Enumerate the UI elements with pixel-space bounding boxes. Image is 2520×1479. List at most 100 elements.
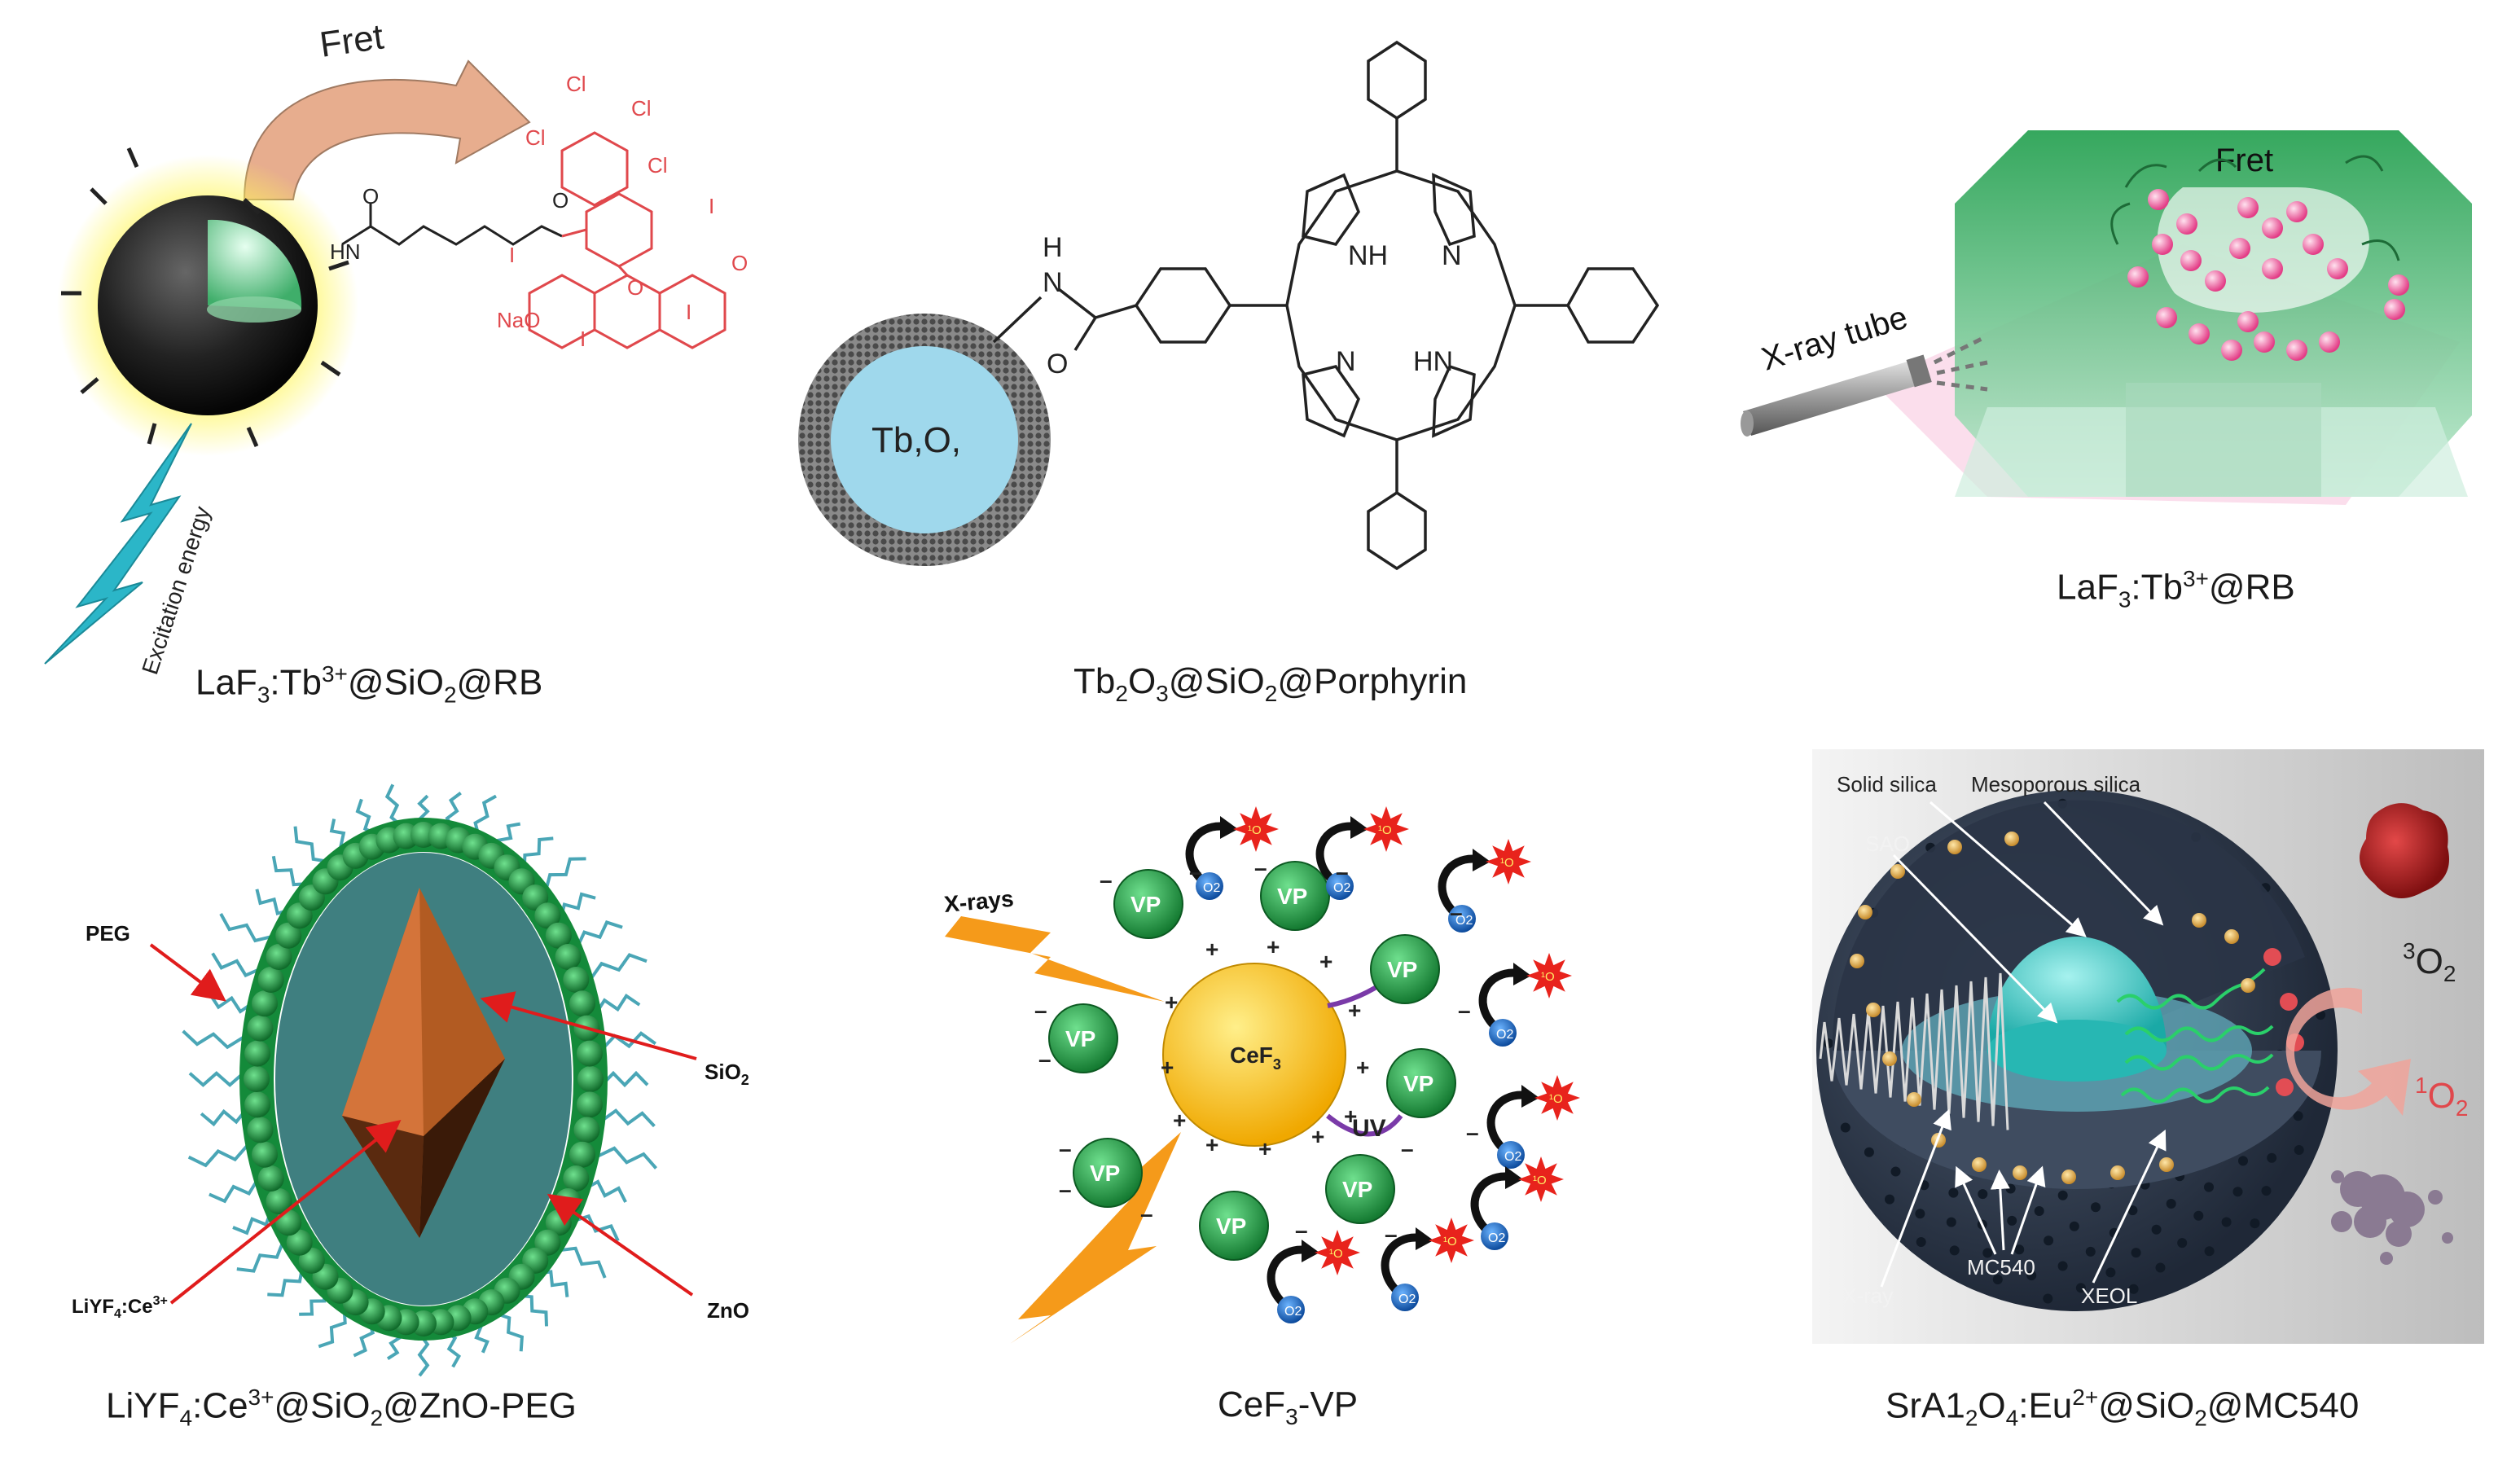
zno-bead — [545, 922, 572, 949]
pore — [2238, 1156, 2248, 1166]
explosion-icon — [1486, 839, 1531, 884]
svg-text:NaO: NaO — [497, 308, 540, 332]
curved-arrow-icon — [2285, 987, 2411, 1116]
pore — [2267, 1152, 2277, 1163]
svg-text:–: – — [1100, 867, 1113, 893]
vp-particle: VP — [1073, 1138, 1143, 1208]
svg-text:–: – — [1034, 998, 1047, 1023]
vp-label: VP — [1387, 957, 1417, 982]
svg-text:+: + — [1356, 1055, 1369, 1080]
pore — [2177, 1238, 2188, 1249]
pink-spheres — [2127, 189, 2409, 361]
pore — [1916, 1237, 1926, 1247]
oxygen-ball-icon — [1489, 1019, 1517, 1047]
pore — [1949, 1245, 1960, 1256]
pore — [1946, 1217, 1956, 1227]
pore — [2155, 1262, 2166, 1273]
zno-bead — [569, 1141, 595, 1168]
caption-panel-2: Tb2O3@SiO2@Porphyrin — [1073, 661, 1468, 706]
svg-text:MC540: MC540 — [1967, 1255, 2035, 1279]
explosion-icon — [1315, 1230, 1360, 1275]
oxygen-ball-icon — [1196, 872, 1223, 900]
curved-arrow-icon — [1185, 822, 1227, 883]
svg-text:Cl: Cl — [566, 72, 586, 96]
zno-bead — [576, 1091, 603, 1118]
curved-arrow-icon — [1470, 1172, 1512, 1233]
pore — [2261, 1186, 2272, 1196]
mc540-dot — [1947, 840, 1962, 854]
svg-text:I: I — [580, 327, 586, 351]
svg-text:–: – — [1385, 1222, 1398, 1247]
o2-label: O2 — [1504, 1150, 1521, 1164]
curved-arrow-icon — [1315, 822, 1357, 883]
singlet-o-label: ¹O — [1549, 1092, 1563, 1106]
svg-text:+: + — [1205, 937, 1218, 962]
pore — [2091, 1202, 2101, 1213]
pore — [1840, 1122, 1850, 1133]
caption-panel-3: LaF3:Tb3+@RB — [2057, 566, 2295, 612]
pore — [2232, 1187, 2243, 1197]
pore — [1982, 1248, 1993, 1258]
svg-text:O: O — [362, 184, 379, 208]
sio2-label: SiO2 — [705, 1060, 749, 1088]
singlet-o-label: ¹O — [1533, 1174, 1547, 1187]
caption-panel-1: LaF3:Tb3+@SiO2@RB — [195, 661, 543, 708]
panel-2: Tb,O, H N O N — [798, 40, 1660, 571]
svg-text:Cl: Cl — [631, 96, 652, 121]
pore — [2043, 1293, 2053, 1304]
explosion-icon — [1233, 806, 1279, 852]
svg-text:–: – — [1295, 1218, 1308, 1243]
mc540-dot — [2224, 929, 2239, 944]
porphyrin-structure — [992, 40, 1660, 571]
panel-6: Solid silica Mesoporous silica SAO X-ray… — [1812, 749, 2484, 1344]
vp-particle: VP — [1386, 1048, 1456, 1118]
oxygen-ball-icon — [1481, 1222, 1508, 1250]
mc540-dot — [2192, 913, 2206, 928]
svg-text:H: H — [1043, 232, 1063, 263]
debris-cluster — [2331, 1170, 2453, 1265]
xray-tube-icon — [1741, 336, 1988, 437]
vp-particle: VP — [1199, 1191, 1269, 1261]
mc540-dot — [2061, 1170, 2076, 1184]
svg-text:+: + — [1348, 998, 1361, 1023]
tb-core — [831, 346, 1018, 533]
lightning-icon — [44, 423, 192, 665]
zno-bead — [247, 1117, 274, 1143]
o2-label: O2 — [1284, 1305, 1302, 1319]
pore — [2193, 1210, 2204, 1221]
pore — [2105, 1267, 2116, 1278]
pointer-lines — [1880, 801, 2167, 1288]
svg-text:Solid silica: Solid silica — [1837, 772, 1937, 797]
singlet-o-label: ¹O — [1541, 970, 1555, 984]
oxygen-group: O2 ¹O — [1486, 1075, 1580, 1169]
uv-label: UV — [1352, 1115, 1386, 1142]
singlet-o-label: ¹O — [1443, 1235, 1457, 1249]
vp-particle: VP — [1325, 1154, 1395, 1224]
vp-label: VP — [1130, 892, 1161, 917]
svg-text:–: – — [1254, 855, 1267, 880]
oxygen-ball-icon — [1277, 1296, 1305, 1323]
svg-text:–: – — [1059, 1136, 1072, 1161]
porphyrin-atoms: H N O NH N N HN — [1043, 232, 1462, 380]
svg-text:I: I — [709, 194, 714, 218]
svg-text:N: N — [1043, 267, 1063, 298]
svg-text:O: O — [552, 188, 569, 213]
svg-text:+: + — [1258, 1136, 1271, 1161]
zno-bead — [252, 990, 278, 1017]
vp-particle: VP — [1370, 934, 1440, 1004]
pore — [2069, 1221, 2079, 1231]
svg-text:N: N — [1442, 240, 1462, 271]
zno-bead — [244, 1066, 270, 1092]
svg-text:Cl: Cl — [648, 153, 668, 178]
zno-bead — [286, 1229, 313, 1256]
peg-label: PEG — [86, 921, 130, 946]
zno-label: ZnO — [707, 1298, 749, 1323]
zno-bead — [266, 944, 292, 970]
mc540-dot — [2004, 832, 2019, 846]
oxygen-ball-icon — [1391, 1284, 1419, 1311]
